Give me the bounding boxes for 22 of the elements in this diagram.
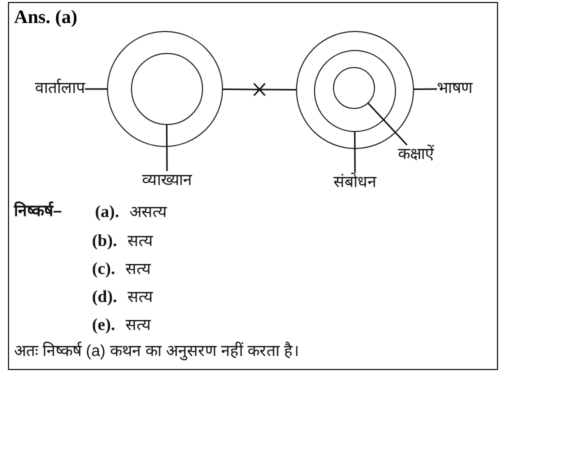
term-label: भाषण <box>437 79 473 99</box>
inner-circle <box>333 67 375 109</box>
term-label: वार्तालाप <box>35 79 85 99</box>
conclusion-statement: अतः निष्कर्ष (a) कथन का अनुसरण नहीं करता है। <box>14 341 300 362</box>
conclusion-item: (e). सत्य <box>92 314 151 336</box>
term-label: व्याख्यान <box>142 171 192 191</box>
leader-line <box>85 88 107 90</box>
connector-line <box>223 88 296 90</box>
leader-line <box>354 132 356 173</box>
term-label: कक्षाऐं <box>398 145 434 165</box>
conclusion-item: (c). सत्य <box>92 258 151 280</box>
conclusion-item: (a). असत्य <box>95 201 167 223</box>
conclusion-heading: निष्कर्ष– <box>14 201 62 222</box>
leader-line <box>166 124 168 171</box>
conclusion-item: (b). सत्य <box>92 230 152 252</box>
conclusion-item: (d). सत्य <box>92 286 152 308</box>
middle-circle <box>314 50 396 132</box>
inner-circle <box>130 52 202 124</box>
outer-circle <box>107 31 223 147</box>
answer-heading: Ans. (a) <box>14 6 78 30</box>
term-label: संबोधन <box>334 173 376 193</box>
leader-line <box>414 88 438 90</box>
